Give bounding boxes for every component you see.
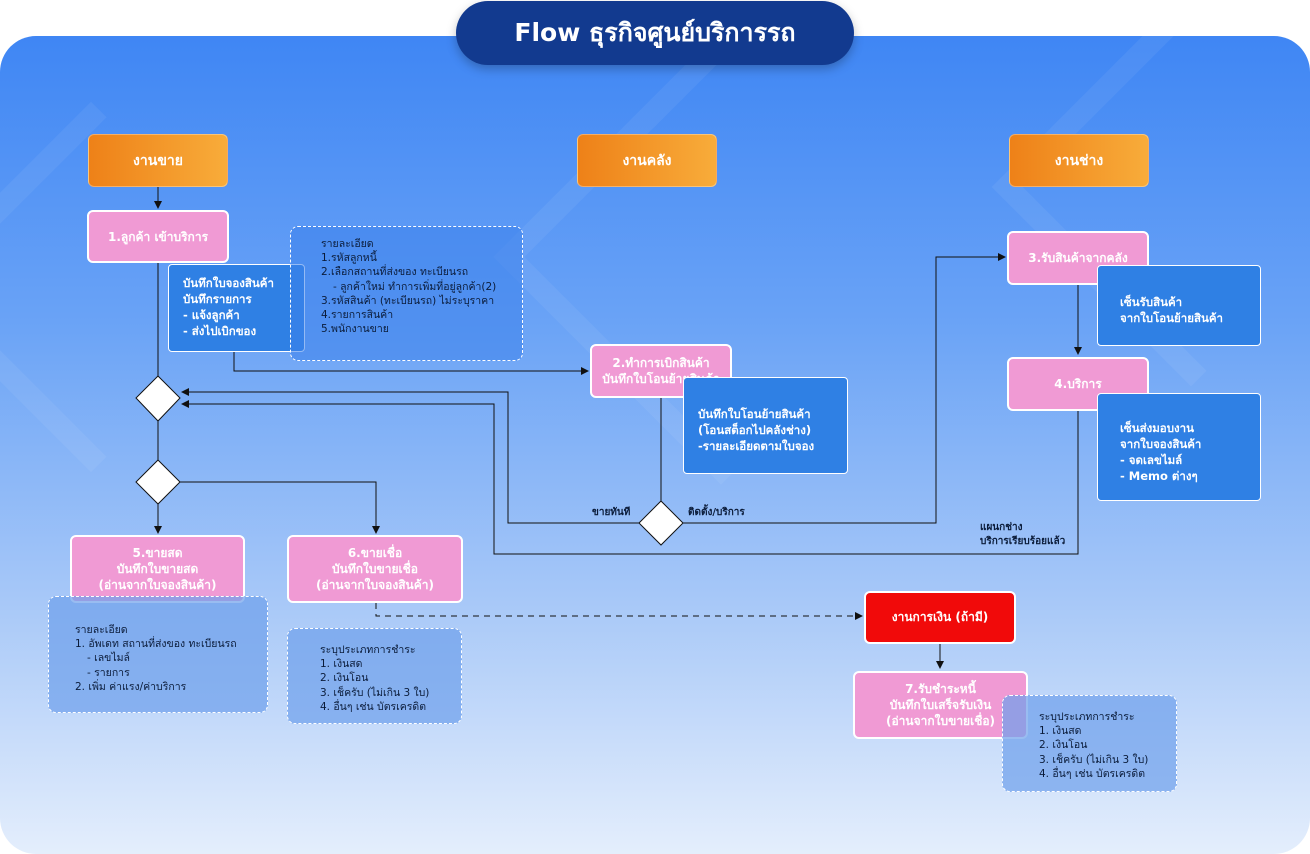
info-handover: เซ็นส่งมอบงาน จากใบจองสินค้า - จดเลขไมล์… bbox=[1097, 393, 1261, 501]
info-line: บันทึกใบจองสินค้า bbox=[183, 276, 274, 290]
detail-cash-sale: รายละเอียด 1. อัพเดท สถานที่ส่งของ ทะเบี… bbox=[48, 596, 268, 713]
info-line: -รายละเอียดตามใบจอง bbox=[698, 439, 815, 453]
info-receive: เซ็นรับสินค้า จากใบโอนย้ายสินค้า bbox=[1097, 265, 1261, 346]
detail-line: 2. เงินโอน bbox=[320, 672, 369, 685]
step-6-credit-sale: 6.ขายเชื่อ บันทึกใบขายเชื่อ (อ่านจากใบจอ… bbox=[287, 535, 463, 603]
info-line: จากใบโอนย้ายสินค้า bbox=[1120, 311, 1223, 325]
step-text: (อ่านจากใบจองสินค้า) bbox=[98, 578, 217, 592]
detail-line: รายละเอียด bbox=[75, 624, 128, 636]
detail-line: 4. อื่นๆ เช่น บัตรเครดิต bbox=[320, 700, 427, 713]
info-line: เซ็นส่งมอบงาน bbox=[1120, 421, 1194, 435]
detail-line: - เลขไมล์ bbox=[87, 652, 130, 665]
step-text: บันทึกใบขายสด bbox=[116, 562, 199, 576]
step-text: 2.ทำการเบิกสินค้า bbox=[612, 356, 710, 370]
detail-line: - ลูกค้าใหม่ ทำการเพิ่มที่อยู่ลูกค้า(2) bbox=[333, 280, 497, 293]
info-line: - แจ้งลูกค้า bbox=[183, 308, 240, 322]
decision-diamond bbox=[638, 500, 684, 546]
step-text: บันทึกใบขายเชื่อ bbox=[332, 562, 418, 576]
label-sell-now: ขายทันที bbox=[592, 507, 631, 518]
finance-box: งานการเงิน (ถ้ามี) bbox=[864, 591, 1016, 644]
info-line: (โอนสต็อกไปคลังช่าง) bbox=[698, 423, 812, 437]
detail-line: 2.เลือกสถานที่ส่งของ ทะเบียนรถ bbox=[321, 266, 469, 279]
detail-line: ระบุประเภทการชำระ bbox=[1039, 711, 1135, 723]
decision-diamond bbox=[135, 375, 181, 422]
step-text: 6.ขายเชื่อ bbox=[347, 546, 403, 560]
detail-line: 1. เงินสด bbox=[320, 658, 363, 671]
lane-sales: งานขาย bbox=[88, 134, 228, 187]
decision-diamond bbox=[135, 459, 181, 505]
detail-booking: รายละเอียด 1.รหัสลูกหนี้ 2.เลือกสถานที่ส… bbox=[290, 226, 523, 361]
info-line: บันทึกใบโอนย้ายสินค้า bbox=[698, 407, 811, 421]
page-title: Flow ธุรกิจศูนย์บริการรถ bbox=[456, 1, 854, 65]
detail-line: ระบุประเภทการชำระ bbox=[320, 644, 416, 656]
detail-line: 5.พนักงานขาย bbox=[321, 323, 389, 336]
detail-line: 3.รหัสสินค้า (ทะเบียนรถ) ไม่ระบุราคา bbox=[321, 294, 495, 307]
detail-credit-payment: ระบุประเภทการชำระ 1. เงินสด 2. เงินโอน 3… bbox=[287, 628, 462, 724]
detail-line: 1. เงินสด bbox=[1039, 725, 1082, 738]
detail-line: 3. เช็ครับ (ไม่เกิน 3 ใบ) bbox=[1039, 753, 1149, 766]
lane-warehouse: งานคลัง bbox=[577, 134, 717, 187]
detail-line: 4.รายการสินค้า bbox=[321, 309, 394, 322]
info-line: จากใบจองสินค้า bbox=[1120, 437, 1202, 451]
detail-line: 2. เพิ่ม ค่าแรง/ค่าบริการ bbox=[75, 680, 187, 693]
detail-line: 1. อัพเดท สถานที่ส่งของ ทะเบียนรถ bbox=[75, 638, 237, 651]
info-line: เซ็นรับสินค้า bbox=[1120, 295, 1183, 309]
info-line: - ส่งไปเบิกของ bbox=[183, 324, 257, 338]
detail-line: - รายการ bbox=[87, 666, 130, 679]
label-install: ติดตั้ง/บริการ bbox=[688, 507, 745, 518]
detail-line: 3. เช็ครับ (ไม่เกิน 3 ใบ) bbox=[320, 686, 430, 699]
detail-line: 4. อื่นๆ เช่น บัตรเครดิต bbox=[1039, 767, 1146, 780]
detail-line: 2. เงินโอน bbox=[1039, 739, 1088, 752]
step-1-customer: 1.ลูกค้า เข้าบริการ bbox=[87, 210, 229, 263]
step-text: (อ่านจากใบขายเชื่อ) bbox=[885, 714, 996, 728]
info-booking: บันทึกใบจองสินค้า บันทึกรายการ - แจ้งลูก… bbox=[168, 264, 305, 352]
step-text: (อ่านจากใบจองสินค้า) bbox=[315, 578, 435, 592]
detail-line: รายละเอียด bbox=[321, 238, 374, 250]
label-service-done: บริการเรียบร้อยแล้ว bbox=[980, 536, 1066, 547]
step-text: 7.รับชำระหนี้ bbox=[905, 682, 976, 696]
step-5-cash-sale: 5.ขายสด บันทึกใบขายสด (อ่านจากใบจองสินค้… bbox=[70, 535, 245, 603]
step-text: 5.ขายสด bbox=[132, 546, 183, 560]
detail-receipt-payment: ระบุประเภทการชำระ 1. เงินสด 2. เงินโอน 3… bbox=[1002, 695, 1177, 792]
info-line: บันทึกรายการ bbox=[183, 292, 252, 306]
info-line: - Memo ต่างๆ bbox=[1120, 469, 1198, 483]
info-line: - จดเลขไมล์ bbox=[1120, 453, 1183, 467]
step-7-receive-payment: 7.รับชำระหนี้ บันทึกใบเสร็จรับเงิน (อ่าน… bbox=[853, 671, 1028, 739]
step-text: บันทึกใบเสร็จรับเงิน bbox=[889, 698, 992, 712]
info-transfer: บันทึกใบโอนย้ายสินค้า (โอนสต็อกไปคลังช่า… bbox=[683, 377, 848, 474]
label-tech-dept: แผนกช่าง bbox=[980, 522, 1023, 533]
lane-technician: งานช่าง bbox=[1009, 134, 1149, 187]
detail-line: 1.รหัสลูกหนี้ bbox=[321, 252, 377, 265]
